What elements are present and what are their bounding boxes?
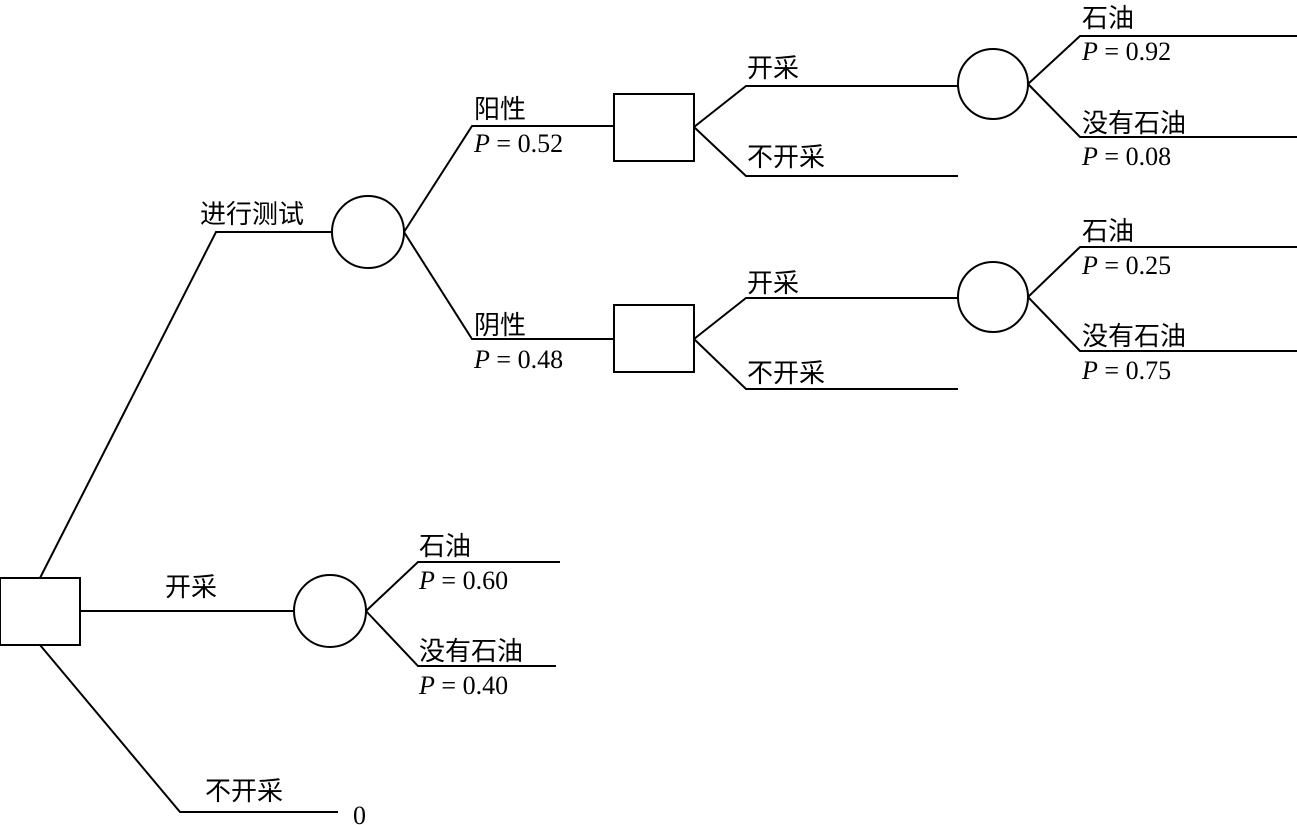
edge-positive: [403, 125, 614, 233]
prob-negative: P = 0.48: [473, 345, 563, 374]
edge-pos-no-oil: [1027, 83, 1297, 138]
label-pos-oil: 石油: [1082, 4, 1134, 34]
edge-no-drill: [39, 644, 338, 813]
edge-pos-drill: [693, 85, 958, 128]
label-pos-no-oil: 没有石油: [1082, 109, 1186, 139]
test-chance-node: [331, 195, 405, 269]
label-neg-drill: 开采: [747, 269, 799, 299]
label-pos-drill: 开采: [747, 54, 799, 84]
negative-decision-node: [613, 304, 695, 373]
edge-direct-oil: [365, 561, 560, 612]
edge-neg-no-drill: [693, 338, 958, 390]
edge-neg-drill: [693, 297, 958, 340]
prob-direct-oil: P = 0.60: [418, 566, 508, 595]
direct-oil-chance-node: [293, 574, 367, 648]
prob-positive: P = 0.52: [473, 129, 563, 158]
label-neg-no-oil: 没有石油: [1082, 322, 1186, 352]
label-direct-oil: 石油: [419, 532, 471, 562]
prob-neg-no-oil: P = 0.75: [1081, 356, 1171, 385]
label-drill-direct: 开采: [165, 573, 217, 603]
label-no-drill-direct: 不开采: [205, 777, 283, 807]
edge-direct-no-oil: [365, 610, 556, 667]
label-positive: 阳性: [474, 95, 526, 125]
prob-pos-no-oil: P = 0.08: [1081, 142, 1171, 171]
positive-decision-node: [613, 93, 695, 162]
label-test: 进行测试: [200, 200, 304, 230]
label-pos-no-drill: 不开采: [747, 143, 825, 173]
label-direct-no-oil: 没有石油: [419, 637, 523, 667]
label-neg-oil: 石油: [1082, 217, 1134, 247]
prob-direct-no-oil: P = 0.40: [418, 671, 508, 700]
edge-neg-oil: [1027, 246, 1297, 298]
edge-pos-oil: [1027, 35, 1297, 85]
pos-oil-chance-node: [957, 48, 1029, 120]
label-negative: 阴性: [474, 311, 526, 341]
label-neg-no-drill: 不开采: [747, 359, 825, 389]
root-decision-node: [0, 577, 81, 646]
neg-oil-chance-node: [957, 261, 1029, 333]
edge-negative: [403, 231, 614, 340]
prob-pos-oil: P = 0.92: [1081, 37, 1171, 66]
edge-neg-no-oil: [1027, 296, 1297, 352]
prob-neg-oil: P = 0.25: [1081, 251, 1171, 280]
edge-pos-no-drill: [693, 126, 958, 177]
payoff-no-drill: 0: [353, 801, 366, 825]
edge-test: [39, 231, 332, 579]
